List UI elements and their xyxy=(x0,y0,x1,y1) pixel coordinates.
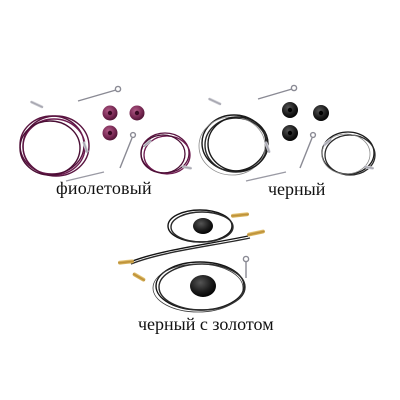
black-key-wire xyxy=(257,84,298,100)
purple-small-cable-connectors xyxy=(143,139,192,170)
black-gold-cable-set xyxy=(118,209,265,313)
black-end-caps xyxy=(282,102,329,141)
purple-large-cable-connectors xyxy=(30,100,89,153)
gold-small-cable-cap xyxy=(193,218,213,234)
gold-small-cable xyxy=(167,209,234,243)
purple-key-wire xyxy=(77,85,122,102)
black-large-cable xyxy=(198,114,269,176)
gold-small-cable-connector xyxy=(231,212,249,218)
black-small-cable xyxy=(321,131,376,176)
purple-cable-set xyxy=(19,85,192,182)
purple-end-caps xyxy=(102,105,145,141)
purple-large-cable xyxy=(19,115,90,177)
caption-black: черный xyxy=(268,179,326,199)
gold-large-cable xyxy=(152,261,246,313)
gold-large-cable-cap xyxy=(190,275,216,297)
caption-black-gold: черный с золотом xyxy=(138,314,274,334)
black-pin xyxy=(245,171,287,182)
gold-large-cable-connector xyxy=(132,272,146,282)
black-key-wire-2 xyxy=(299,131,317,169)
gold-long-cable xyxy=(129,235,251,265)
caption-purple: фиолетовый xyxy=(56,178,152,198)
gold-long-cable-connectors xyxy=(118,229,265,265)
black-large-cable-connectors xyxy=(208,97,271,153)
purple-small-cable xyxy=(140,132,191,175)
gold-key-wire xyxy=(242,255,250,278)
black-small-cable-connectors xyxy=(323,138,374,170)
purple-pin xyxy=(65,171,105,182)
black-cable-set xyxy=(198,84,376,182)
purple-key-wire-2 xyxy=(119,131,137,169)
